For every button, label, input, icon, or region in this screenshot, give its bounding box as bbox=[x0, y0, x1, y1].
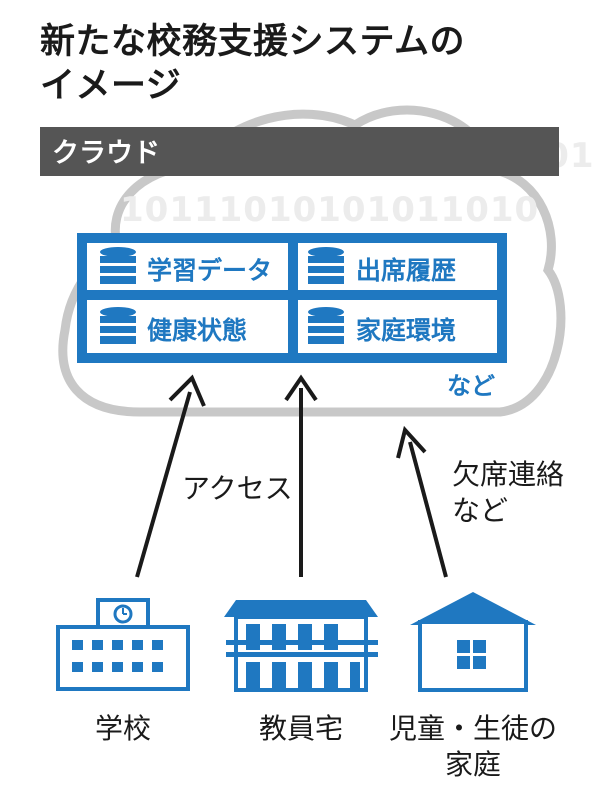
arrow-school bbox=[135, 391, 192, 578]
etc-label: など bbox=[447, 372, 495, 400]
label-school: 学校 bbox=[95, 712, 151, 745]
arrow-school-head bbox=[168, 374, 206, 407]
access-label: アクセス bbox=[182, 472, 293, 505]
arrows bbox=[135, 374, 448, 578]
absence-label-line-2: など bbox=[452, 494, 508, 527]
title-line-2: イメージ bbox=[40, 66, 182, 106]
title-line-1: 新たな校務支援システムの bbox=[40, 22, 465, 62]
label-family-home-line-2: 家庭 bbox=[445, 748, 501, 781]
arrow-family-home bbox=[408, 441, 448, 578]
data-grid: 学習データ 出席履歴 健康状態 家庭環境 など bbox=[77, 233, 507, 400]
binary-row-2: 10111010101011010 bbox=[120, 190, 539, 230]
apartment-icon bbox=[224, 600, 378, 692]
database-icon bbox=[308, 247, 344, 284]
cloud-label: クラウド bbox=[52, 138, 160, 169]
database-icon bbox=[100, 307, 136, 344]
item-health-status: 健康状態 bbox=[147, 316, 247, 345]
school-icon bbox=[56, 598, 190, 691]
item-attendance-history: 出席履歴 bbox=[356, 256, 456, 285]
database-icon bbox=[100, 247, 136, 284]
cloud-bar-background bbox=[40, 127, 559, 176]
absence-label-line-1: 欠席連絡 bbox=[452, 458, 564, 491]
label-teacher-home: 教員宅 bbox=[259, 712, 343, 745]
label-family-home-line-1: 児童・生徒の bbox=[389, 712, 557, 745]
arrow-teacher-home-head bbox=[284, 374, 318, 402]
database-icon bbox=[308, 307, 344, 344]
item-home-environment: 家庭環境 bbox=[356, 316, 456, 345]
arrow-family-home-head bbox=[396, 425, 427, 459]
house-icon bbox=[410, 592, 536, 692]
cloud-label-bar: クラウド bbox=[40, 127, 559, 176]
diagram-title: 新たな校務支援システムの イメージ bbox=[40, 20, 560, 108]
item-learning-data: 学習データ bbox=[147, 256, 272, 285]
